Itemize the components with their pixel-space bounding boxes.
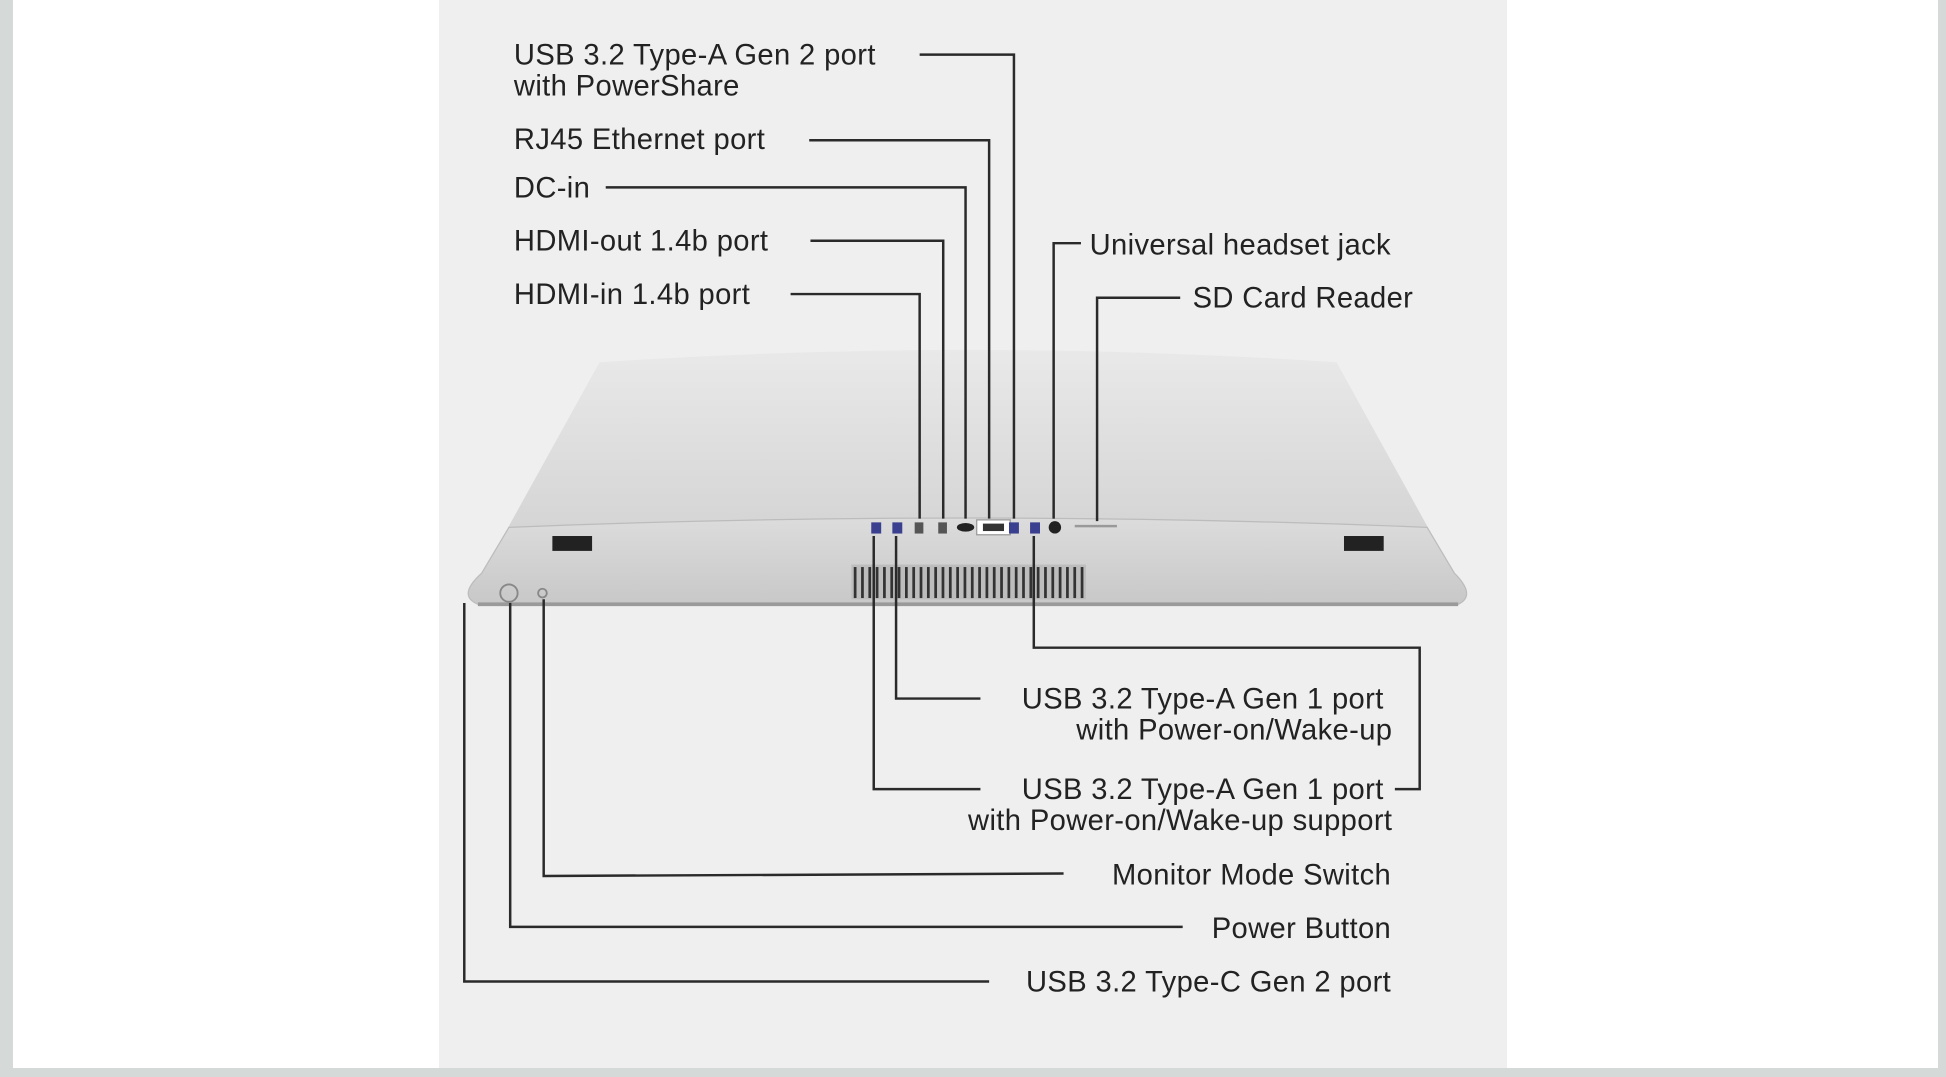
label-usb-a-gen1-wake: USB 3.2 Type-A Gen 1 port [1022, 683, 1384, 715]
label-usb-a-gen1-support: USB 3.2 Type-A Gen 1 port [1022, 774, 1384, 806]
label-usb-a-gen1-support-sub: with Power-on/Wake-up support [967, 805, 1392, 837]
label-dc-in: DC-in [514, 172, 590, 204]
vent-grille [853, 567, 1084, 599]
label-hdmi-in: HDMI-in 1.4b port [514, 279, 750, 311]
label-usb-a-gen2-sub: with PowerShare [513, 71, 740, 103]
label-headset: Universal headset jack [1090, 229, 1391, 261]
label-hdmi-out: HDMI-out 1.4b port [514, 226, 769, 258]
label-usb-a-gen1-wake-sub: with Power-on/Wake-up [1075, 715, 1392, 747]
label-usb-c: USB 3.2 Type-C Gen 2 port [1026, 966, 1391, 998]
callout-lines [463, 53, 1421, 983]
label-rj45: RJ45 Ethernet port [514, 124, 765, 156]
power-button [499, 583, 519, 603]
port-row [871, 519, 1117, 536]
side-port-right [1343, 536, 1384, 551]
label-monitor-mode: Monitor Mode Switch [1112, 860, 1391, 892]
monitor-switch [537, 587, 548, 599]
label-power-button: Power Button [1212, 913, 1391, 945]
all-in-one-computer [467, 349, 1468, 607]
label-usb-a-gen2: USB 3.2 Type-A Gen 2 port [514, 40, 876, 72]
label-sd-card: SD Card Reader [1193, 283, 1414, 315]
side-port-left [552, 536, 593, 551]
